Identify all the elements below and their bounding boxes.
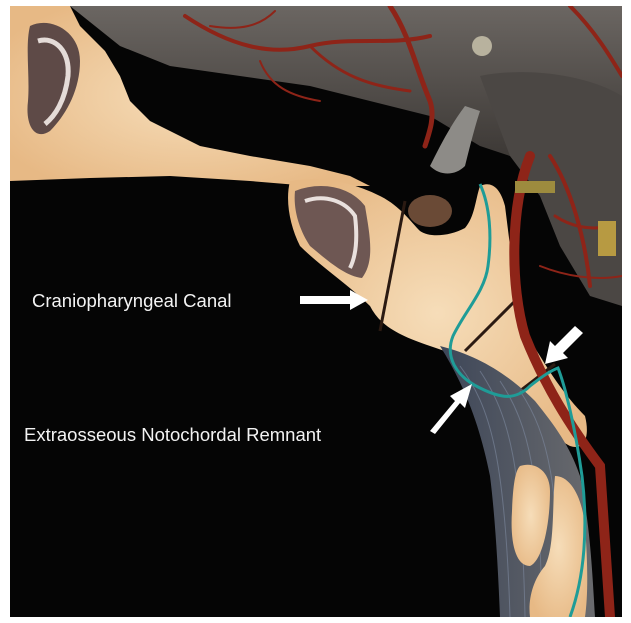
nerve-bundle xyxy=(598,221,616,256)
pineal-body xyxy=(472,36,492,56)
anatomy-drawing xyxy=(10,6,622,617)
sagittal-skull-base-illustration: Craniopharyngeal Canal Extraosseous Noto… xyxy=(10,6,622,617)
synchondrosis-arrow xyxy=(545,326,583,364)
craniopharyngeal-canal-label: Craniopharyngeal Canal xyxy=(32,292,232,311)
cranial-nerve xyxy=(515,181,555,193)
notochord-arrow xyxy=(430,384,472,434)
pituitary-gland xyxy=(408,195,452,227)
extraosseous-notochordal-remnant-label: Extraosseous Notochordal Remnant xyxy=(24,426,321,445)
